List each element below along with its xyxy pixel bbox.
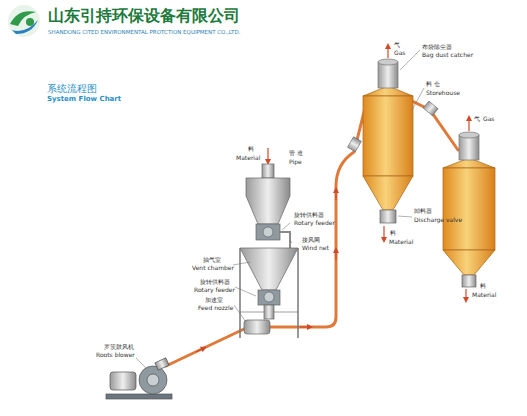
part-label: 罗茨鼓风机 xyxy=(104,344,134,351)
leader-line xyxy=(136,50,424,368)
part-label: Gas xyxy=(394,50,405,57)
storehouse-silo xyxy=(363,59,413,223)
part-label: Roots blower xyxy=(96,352,135,359)
part-label: 料 xyxy=(480,283,486,290)
chart-title: 系统流程图 xyxy=(47,83,97,94)
part-label: Discharge valve xyxy=(414,217,462,224)
subtitle: System Flow Chart xyxy=(47,96,121,104)
part-label: 管 道 xyxy=(289,150,303,157)
part-label: 布袋除尘器 xyxy=(422,44,452,51)
company-name: 山东引持环保设备有限公司 xyxy=(48,7,240,25)
part-label: Wind net xyxy=(302,245,329,252)
part-label: Material xyxy=(236,155,260,162)
part-label: Bag dust catcher xyxy=(422,52,473,59)
part-label: 料 仓 xyxy=(426,81,440,88)
part-label: 旋转供料器 xyxy=(200,279,230,286)
part-label: Material xyxy=(389,239,413,246)
part-label: 接风网 xyxy=(302,237,320,244)
storehouse-silo xyxy=(443,132,495,287)
part-label: Vent chamber xyxy=(192,265,234,272)
roots-blower xyxy=(106,358,172,399)
part-label: Gas xyxy=(483,116,494,123)
part-label: Storehouse xyxy=(426,90,460,97)
feeder-station xyxy=(240,164,298,338)
part-label: Material xyxy=(472,292,496,299)
part-label: Rotary feeder xyxy=(294,220,335,227)
part-label: Rotary feeder xyxy=(194,287,235,294)
part-label: 抽气室 xyxy=(203,257,221,264)
part-label: 气 xyxy=(474,116,480,123)
company-logo xyxy=(8,5,40,37)
part-label: 旋转供料器 xyxy=(294,212,324,219)
diverter-valve xyxy=(423,101,438,116)
part-label: Feed nozzle xyxy=(198,305,233,312)
company-name-en: SHANDONG CITED ENVIRONMENTAL PROTCTION E… xyxy=(48,29,240,35)
part-label: 料 xyxy=(248,146,254,153)
part-label: Pipe xyxy=(289,159,302,166)
part-label: 料 xyxy=(390,230,396,237)
pipe xyxy=(166,100,458,366)
diverter-valve xyxy=(348,137,362,152)
part-label: 卸料器 xyxy=(414,208,432,215)
part-label: 加速室 xyxy=(205,297,223,304)
part-label: 气 xyxy=(394,42,400,49)
